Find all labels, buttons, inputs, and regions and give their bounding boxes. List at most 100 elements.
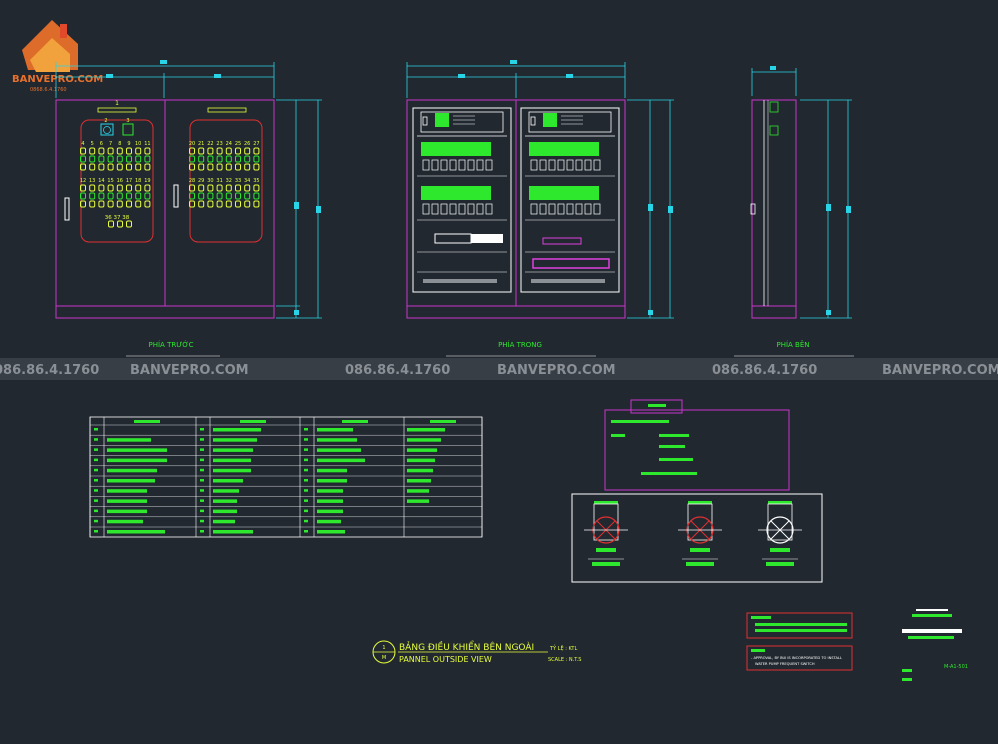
indicator-lamp-icon — [98, 163, 105, 171]
label-front-view: PHÍA TRƯỚC — [149, 340, 194, 349]
callout-3: 3 — [126, 118, 129, 124]
drawing-number: M-A1-501 — [944, 664, 968, 670]
side-view — [750, 66, 852, 319]
indicator-lamp-icon — [235, 184, 241, 192]
indicator-lamp-icon — [198, 184, 205, 192]
watermark-phone-3: 086.86.4.1760 — [712, 363, 817, 378]
indicator-lamp-icon — [144, 192, 151, 200]
title-vietnamese: BẢNG ĐIỀU KHIỂN BÊN NGOÀI — [399, 640, 534, 653]
indicator-lamp-icon — [198, 163, 205, 171]
watermark-phone-2: 086.86.4.1760 — [345, 363, 450, 378]
door-handle-left-icon — [64, 197, 70, 221]
indicator-lamp-icon — [126, 163, 132, 171]
label-inside-view: PHÍA TRONG — [498, 340, 542, 349]
inside-view — [406, 60, 674, 319]
indicator-lamp-icon — [89, 184, 96, 192]
indicator-lamp-icon — [244, 192, 251, 200]
indicator-lamp-icon — [244, 163, 251, 171]
indicator-lamp-icon — [80, 163, 86, 171]
title-english: PANNEL OUTSIDE VIEW — [399, 655, 492, 664]
logo-roof-icon — [30, 38, 70, 72]
title-symbol-bottom: M — [382, 655, 386, 661]
indicator-lamp-icon — [116, 147, 123, 155]
revision-block: M-A1-501 — [902, 609, 968, 681]
lamp-callout: 8 — [118, 141, 121, 147]
indicator-lamp-icon — [117, 220, 123, 228]
selector-switch-icon — [122, 123, 134, 136]
lamp-row-bottom — [108, 220, 132, 228]
front-door-left-window — [80, 119, 154, 243]
inside-components — [417, 111, 615, 283]
indicator-lamp-icon — [244, 147, 251, 155]
scale-en: SCALE : N.T.S — [548, 657, 581, 663]
lamp-callout: 17 — [126, 178, 132, 184]
indicator-lamp-icon — [225, 147, 232, 155]
indicator-lamp-icon — [207, 155, 214, 163]
indicator-lamp-icon — [108, 220, 114, 228]
legend-table — [89, 416, 483, 538]
indicator-lamp-icon — [144, 163, 151, 171]
callout-row-36-38: 36 37 38 — [105, 215, 130, 221]
door-handle-right-icon — [173, 184, 179, 208]
title-block: 1 M BẢNG ĐIỀU KHIỂN BÊN NGOÀI PANNEL OUT… — [372, 640, 581, 664]
lamp-callout: 23 — [216, 141, 222, 147]
indicator-lamp-icon — [253, 184, 260, 192]
callout-2: 2 — [104, 118, 107, 124]
indicator-lamp-icon — [244, 200, 251, 208]
indicator-lamp-icon — [135, 147, 142, 155]
indicator-lamp-icon — [116, 163, 123, 171]
lamp-callout: 7 — [109, 141, 112, 147]
logo-chimney-icon — [60, 24, 67, 38]
indicator-lamp-icon — [116, 184, 123, 192]
indicator-lamp-icon — [116, 155, 123, 163]
lamp-callout: 30 — [207, 178, 213, 184]
meter-icon — [100, 123, 114, 136]
lamp-callout: 9 — [127, 141, 130, 147]
indicator-lamp-icon — [189, 163, 195, 171]
indicator-lamp-icon — [189, 200, 195, 208]
note-line-2: WATER PUMP FREQUENT SWITCH — [755, 662, 815, 666]
indicator-lamp-icon — [126, 155, 132, 163]
indicator-lamp-icon — [253, 200, 260, 208]
lamp-callout: 31 — [216, 178, 222, 184]
indicator-lamp-icon — [144, 184, 151, 192]
indicator-lamp-icon — [107, 147, 114, 155]
indicator-lamp-icon — [207, 200, 214, 208]
watermark-site-1: BANVEPRO.COM — [130, 363, 249, 378]
indicator-lamp-icon — [135, 192, 142, 200]
lamp-callout: 29 — [198, 178, 204, 184]
brand-logo: BANVEPRO.COM 0868.6.4.1760 — [12, 20, 103, 93]
side-handle-icon — [750, 203, 756, 215]
indicator-lamp-icon — [80, 155, 86, 163]
watermark-site-2: BANVEPRO.COM — [497, 363, 616, 378]
indicator-lamp-icon — [107, 200, 114, 208]
indicator-lamp-icon — [235, 192, 241, 200]
indicator-lamp-icon — [216, 192, 223, 200]
indicator-lamp-icon — [207, 184, 214, 192]
label-side-view: PHÍA BÊN — [776, 340, 809, 349]
indicator-lamp-icon — [253, 163, 260, 171]
indicator-lamp-icon — [89, 200, 96, 208]
title-symbol-top: 1 — [382, 645, 385, 651]
indicator-lamp-icon — [253, 155, 260, 163]
lamp-callout: 22 — [207, 141, 213, 147]
indicator-lamp-icon — [198, 200, 205, 208]
watermark-phone-1: 086.86.4.1760 — [0, 363, 99, 378]
scale-vn: TỶ LỆ : KTL — [549, 644, 577, 652]
lamp-callout: 16 — [117, 178, 123, 184]
side-dimensions — [751, 68, 852, 319]
control-schematic — [604, 399, 790, 491]
indicator-lamp-icon — [216, 155, 223, 163]
indicator-lamp-icon — [89, 155, 96, 163]
lamp-callout: 19 — [144, 178, 150, 184]
lamp-callout: 26 — [244, 141, 250, 147]
lamp-callout: 18 — [135, 178, 141, 184]
indicator-lamp-icon — [126, 147, 132, 155]
notes: - APPROVAL, BY BUI IS INCORPORATED TO IN… — [746, 612, 853, 671]
indicator-lamp-icon — [216, 200, 223, 208]
indicator-lamp-icon — [80, 184, 86, 192]
indicator-lamp-icon — [98, 147, 105, 155]
